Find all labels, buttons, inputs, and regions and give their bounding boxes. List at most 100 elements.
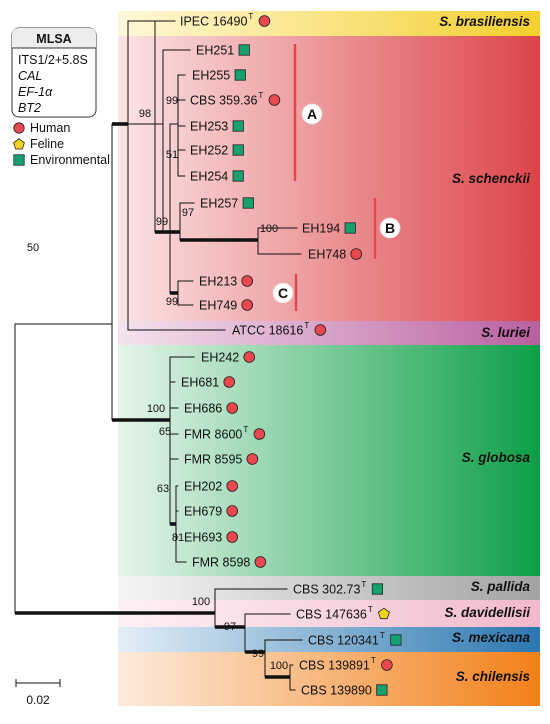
tip-label: EH194	[302, 222, 340, 236]
tip-label: EH749	[199, 299, 237, 313]
clade-band-luriei	[118, 321, 540, 345]
tip-label: EH254	[190, 170, 228, 184]
bootstrap-value: 99	[166, 296, 178, 308]
clade-label-luriei: S. luriei	[481, 325, 530, 340]
bootstrap-value: 100	[260, 223, 278, 235]
clade-label-brasiliensis: S. brasiliensis	[439, 14, 530, 29]
scale-bar: 0.02	[15, 679, 61, 707]
origin-legend: Human Feline Environmental	[13, 121, 110, 167]
human-circle-icon	[258, 15, 271, 27]
environmental-square-icon	[344, 222, 356, 234]
bootstrap-value: 99	[156, 216, 168, 228]
tree-branches	[14, 20, 303, 691]
clade-band-brasiliensis	[118, 11, 540, 36]
environmental-square-icon	[376, 684, 388, 696]
tip-label: EH242	[201, 351, 239, 365]
bootstrap-value: 97	[182, 207, 194, 219]
type-strain-mark: T	[368, 605, 373, 614]
human-circle-icon	[243, 351, 256, 363]
human-circle-icon	[226, 480, 239, 492]
bootstrap-value: 100	[270, 660, 288, 672]
tip-label: EH748	[308, 248, 346, 262]
subgroup-badge	[379, 217, 401, 239]
human-circle-icon	[223, 376, 236, 388]
clade-band-globosa	[118, 345, 540, 576]
tip-label: CBS 139890	[301, 684, 372, 698]
tip-label: EH255	[192, 69, 230, 83]
environmental-square-icon	[232, 120, 244, 132]
bootstrap-value: 81	[172, 532, 184, 544]
type-strain-mark: T	[248, 12, 253, 21]
tip-label: FMR 8595	[184, 453, 242, 467]
human-circle-icon	[246, 453, 259, 465]
type-strain-mark: T	[243, 425, 248, 434]
legend-gene: BT2	[18, 101, 41, 115]
human-circle-icon	[226, 531, 239, 543]
legend-origin-label: Feline	[30, 137, 64, 151]
tip-label: EH202	[184, 480, 222, 494]
tip-label: FMR 8598	[192, 556, 250, 570]
bootstrap-value: 50	[27, 242, 39, 254]
bootstrap-value: 99	[252, 648, 264, 660]
environmental-square-icon	[234, 69, 246, 81]
environmental-square-icon	[232, 170, 244, 182]
environmental-square-icon	[371, 583, 384, 595]
clade-label-schenckii: S. schenckii	[452, 171, 530, 186]
tip-label: EH257	[200, 197, 238, 211]
tip-label: EH693	[184, 531, 222, 545]
clade-band-chilensis	[118, 652, 540, 706]
tip-label: CBS 302.73	[293, 583, 360, 597]
tip-label: EH251	[196, 44, 234, 58]
type-strain-mark: T	[371, 656, 376, 665]
human-circle-icon	[268, 94, 281, 106]
bootstrap-value: 98	[139, 108, 151, 120]
tip-label: EH252	[190, 144, 228, 158]
tip-label: IPEC 16490	[180, 15, 247, 29]
bootstrap-value: 100	[192, 596, 210, 608]
environmental-square-icon	[232, 144, 244, 156]
bootstrap-value: 65	[159, 426, 171, 438]
human-circle-icon	[241, 275, 254, 287]
clade-label-mexicana: S. mexicana	[452, 630, 531, 645]
human-circle-icon	[226, 505, 239, 517]
bootstrap-value: 100	[147, 403, 165, 415]
environmental-square-icon	[390, 634, 402, 646]
bootstrap-value: 99	[166, 95, 178, 107]
legend: MLSA ITS1/2+5.8S CAL EF-1α BT2	[11, 27, 97, 118]
legend-gene: ITS1/2+5.8S	[18, 53, 88, 67]
human-circle-icon	[381, 659, 393, 671]
tip-label: FMR 8600	[184, 428, 242, 442]
human-circle-icon	[226, 402, 239, 414]
tip-label: CBS 120341	[308, 634, 379, 648]
environmental-square-icon	[242, 197, 254, 209]
clade-bands	[118, 11, 540, 706]
subgroup-bars: ABC	[272, 44, 401, 311]
tip-label: ATCC 18616	[232, 324, 303, 338]
subgroup-label: B	[385, 220, 395, 236]
subgroup-badge	[272, 282, 294, 304]
tip-label: CBS 139891	[299, 659, 370, 673]
human-circle-icon	[350, 248, 363, 260]
legend-origin-label: Human	[30, 121, 70, 135]
bootstrap-value: 51	[166, 149, 178, 161]
clade-band-pallida	[118, 576, 540, 600]
clade-band-schenckii	[118, 36, 540, 321]
legend-origin-label: Environmental	[30, 153, 110, 167]
scale-label: 0.02	[26, 693, 50, 707]
subgroup-label: A	[307, 106, 317, 122]
legend-gene: EF-1α	[18, 85, 53, 99]
bootstrap-value: 63	[157, 483, 169, 495]
type-strain-mark: T	[380, 631, 385, 640]
environmental-square-icon	[13, 154, 25, 166]
clade-label-globosa: S. globosa	[462, 450, 531, 465]
type-strain-mark: T	[304, 321, 309, 330]
tip-label: EH213	[199, 275, 237, 289]
clade-labels: S. brasiliensis S. schenckii S. luriei S. g…	[439, 14, 530, 684]
human-circle-icon	[241, 299, 254, 311]
tip-label: EH681	[181, 376, 219, 390]
clade-label-davidellisii: S. davidellisii	[444, 605, 530, 620]
tip-label: CBS 359.36	[190, 94, 257, 108]
